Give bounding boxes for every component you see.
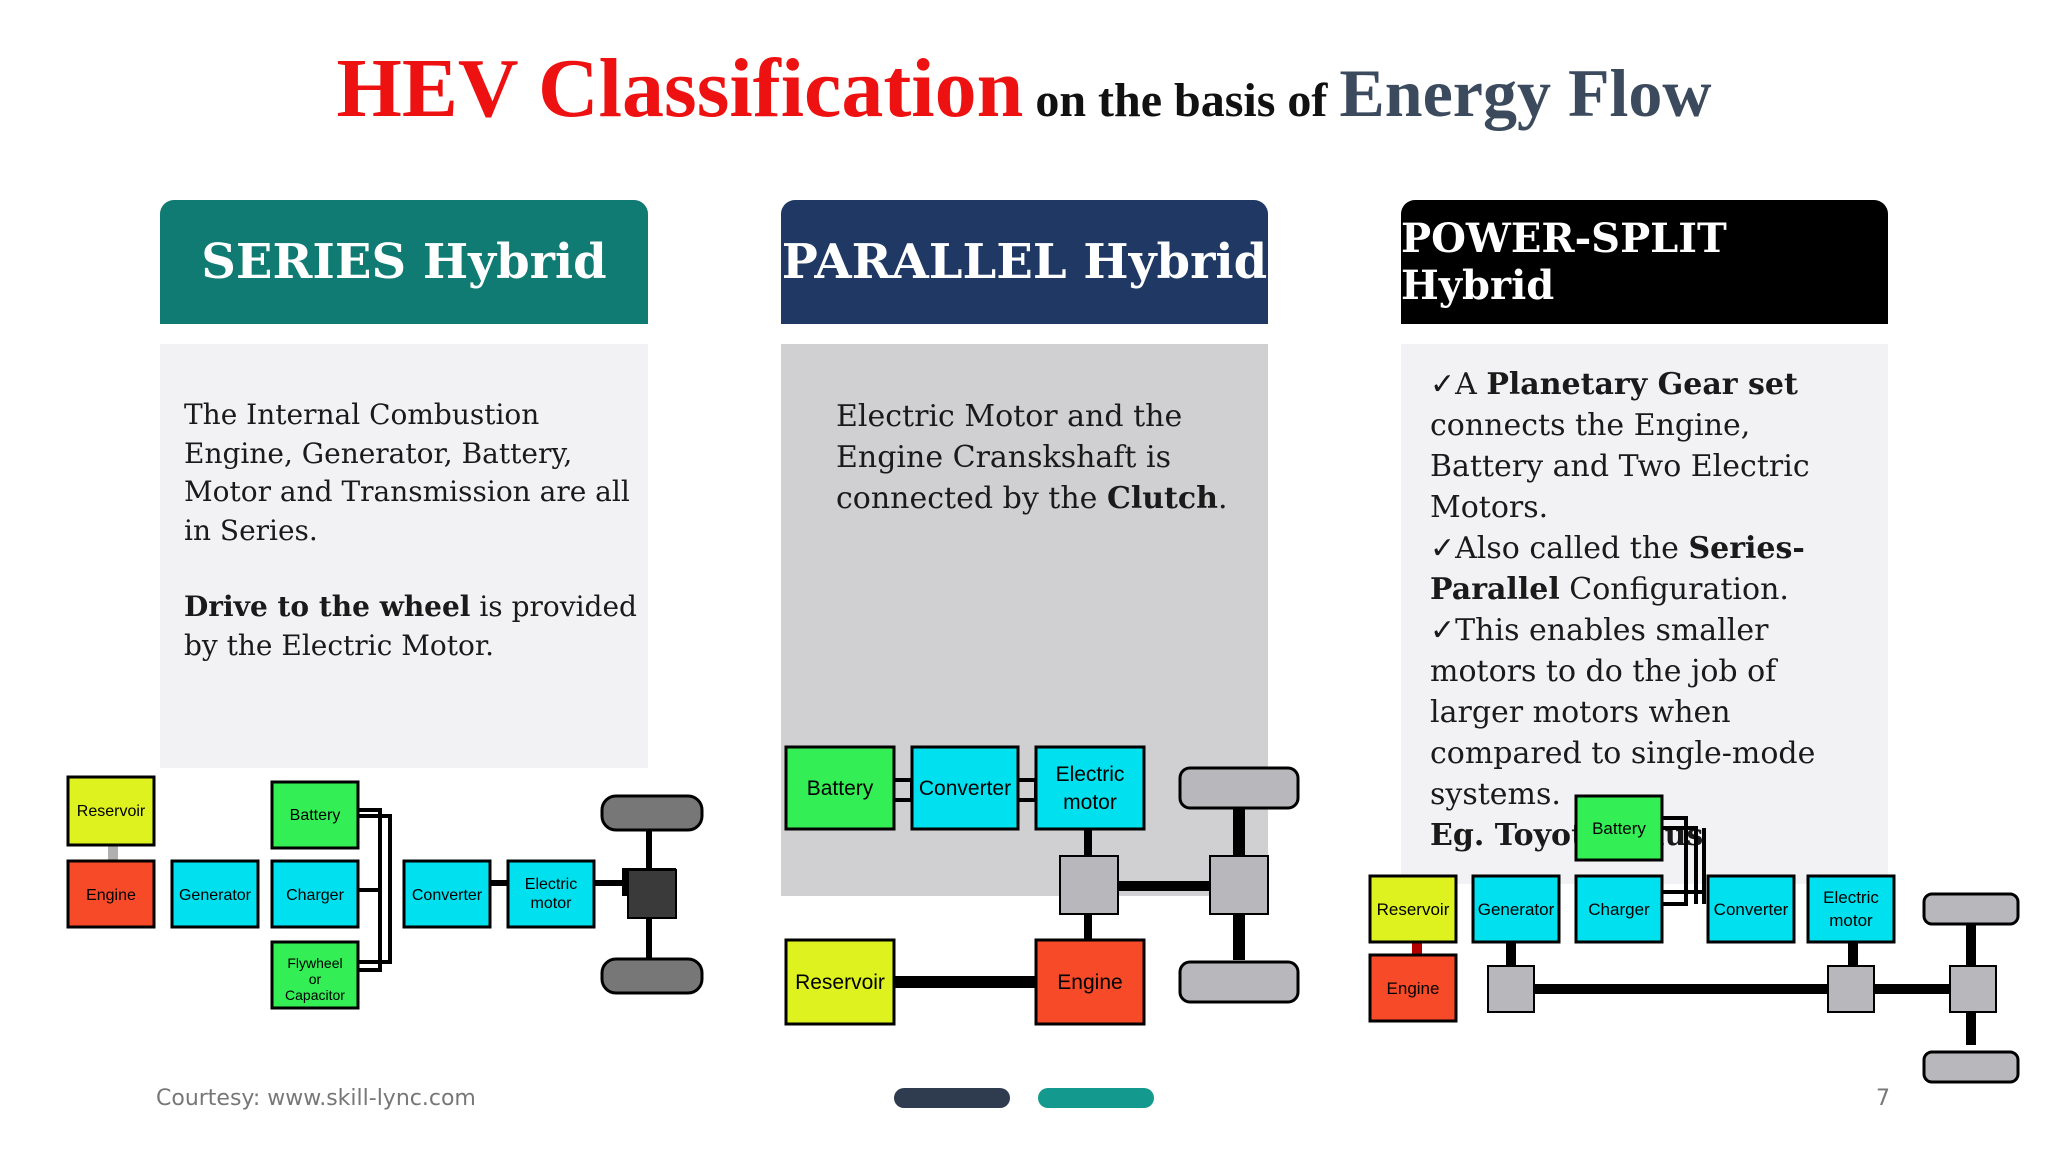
powersplit-text: ✓A Planetary Gear set connects the Engin… <box>1430 364 1870 856</box>
ps-reservoir-block <box>1368 874 1458 944</box>
series-drive-rest: is provided by the Electric Motor. <box>184 590 637 662</box>
p-clutch-block <box>1059 855 1119 915</box>
p-motor-1: Electric <box>1056 763 1125 786</box>
footer-courtesy: Courtesy: www.skill-lync.com <box>156 1086 476 1111</box>
p-reservoir: Reservoir <box>795 971 885 994</box>
wheel-top <box>600 794 704 832</box>
ps-motor-1: Electric <box>1823 888 1879 907</box>
series-panel <box>160 344 648 768</box>
p-converter-block <box>910 745 1020 831</box>
ps-b2-bold: Series-Parallel <box>1430 531 1805 607</box>
engine-block <box>66 859 156 929</box>
ps-engine: Engine <box>1387 979 1440 998</box>
s-flywheel-3: Capacitor <box>285 987 345 1003</box>
converter-block <box>402 859 492 929</box>
series-text: The Internal Combustion Engine, Generato… <box>184 396 644 665</box>
check-icon: ✓ <box>1430 367 1456 402</box>
ps-motor-2: motor <box>1829 911 1873 930</box>
ps-b1-rest: connects the Engine, Battery and Two Ele… <box>1430 408 1810 525</box>
ps-converter-block <box>1706 874 1796 944</box>
s-flywheel-1: Flywheel <box>287 955 342 971</box>
p-wheel-top <box>1178 766 1300 810</box>
parallel-text: Electric Motor and the Engine Cranskshaf… <box>836 396 1256 519</box>
series-header: SERIES Hybrid <box>160 200 648 324</box>
series-drive-bold: Drive to the wheel <box>184 590 471 623</box>
parallel-diagram: Battery Converter Electric motor Reservo… <box>784 745 1300 1026</box>
parallel-text-bold: Clutch <box>1106 481 1218 516</box>
check-icon: ✓ <box>1430 531 1456 566</box>
parallel-text-end: . <box>1218 481 1228 516</box>
s-engine: Engine <box>86 887 136 904</box>
ps-converter: Converter <box>1714 900 1789 919</box>
ps-engine-block <box>1368 953 1458 1023</box>
ps-b1-bold: Planetary Gear set <box>1486 367 1798 402</box>
slide-title: HEV Classification on the basis of Energ… <box>0 40 2048 137</box>
ps-charger: Charger <box>1588 900 1650 919</box>
ps-generator: Generator <box>1478 900 1555 919</box>
ps-diff-block-2 <box>1949 965 1997 1013</box>
p-diff-block <box>1209 855 1269 915</box>
ps-b3: This enables smaller motors to do the jo… <box>1430 613 1816 812</box>
page-number: 7 <box>1876 1086 1890 1111</box>
series-paragraph-2: Drive to the wheel is provided by the El… <box>184 588 644 665</box>
p-battery: Battery <box>807 777 874 800</box>
ps-battery: Battery <box>1592 819 1646 838</box>
charger-block <box>270 859 360 929</box>
s-generator: Generator <box>179 887 252 904</box>
p-motor-block <box>1034 745 1146 831</box>
ps-b1-pre: A <box>1455 367 1487 402</box>
ps-b2-pre: Also called the <box>1455 531 1689 566</box>
check-icon: ✓ <box>1430 613 1456 648</box>
ps-wheel-bottom <box>1922 1050 2020 1084</box>
parallel-header: PARALLEL Hybrid <box>781 200 1268 324</box>
generator-block <box>170 859 260 929</box>
title-end: Energy Flow <box>1339 55 1712 131</box>
title-mid: on the basis of <box>1023 74 1340 127</box>
s-battery: Battery <box>290 807 341 824</box>
p-converter: Converter <box>919 777 1011 800</box>
s-motor-1: Electric <box>525 876 577 893</box>
p-wheel-bottom <box>1178 960 1300 1004</box>
s-charger: Charger <box>286 887 344 904</box>
ps-battery-block <box>1574 794 1664 862</box>
ps-motor-block <box>1806 874 1896 944</box>
p-engine-block <box>1034 938 1146 1026</box>
p-reservoir-block <box>784 938 896 1026</box>
battery-block <box>270 780 360 850</box>
ps-wheel-top <box>1922 892 2020 926</box>
s-converter: Converter <box>412 887 483 904</box>
motor-block <box>506 859 596 929</box>
ps-generator-block <box>1471 874 1561 944</box>
title-main: HEV Classification <box>336 42 1024 135</box>
slide-indicator-1 <box>894 1088 1010 1108</box>
differential-block <box>627 869 677 919</box>
s-flywheel-2: or <box>309 971 322 987</box>
series-paragraph-1: The Internal Combustion Engine, Generato… <box>184 398 630 547</box>
ps-charger-block <box>1574 874 1664 944</box>
s-reservoir: Reservoir <box>77 803 146 820</box>
powersplit-header: POWER-SPLIT Hybrid <box>1401 200 1888 324</box>
parallel-text-plain: Electric Motor and the Engine Cranskshaf… <box>836 399 1183 516</box>
ps-reservoir: Reservoir <box>1377 900 1450 919</box>
p-motor-2: motor <box>1063 791 1117 814</box>
wheel-bottom <box>600 957 704 995</box>
ps-gear-block <box>1487 965 1535 1013</box>
slide-indicator-2 <box>1038 1088 1154 1108</box>
powersplit-diagram: Battery Reservoir Generator Charger Conv… <box>1368 794 2020 1084</box>
s-motor-2: motor <box>531 895 573 912</box>
ps-b2-rest: Configuration. <box>1559 572 1789 607</box>
flywheel-block <box>270 940 360 1010</box>
series-diagram: Reservoir Engine Generator Battery Charg… <box>66 775 704 1010</box>
reservoir-block <box>66 775 156 847</box>
p-battery-block <box>784 745 896 831</box>
powersplit-panel <box>1401 344 1888 884</box>
p-engine: Engine <box>1057 971 1122 994</box>
ps-diff-block-1 <box>1827 965 1875 1013</box>
